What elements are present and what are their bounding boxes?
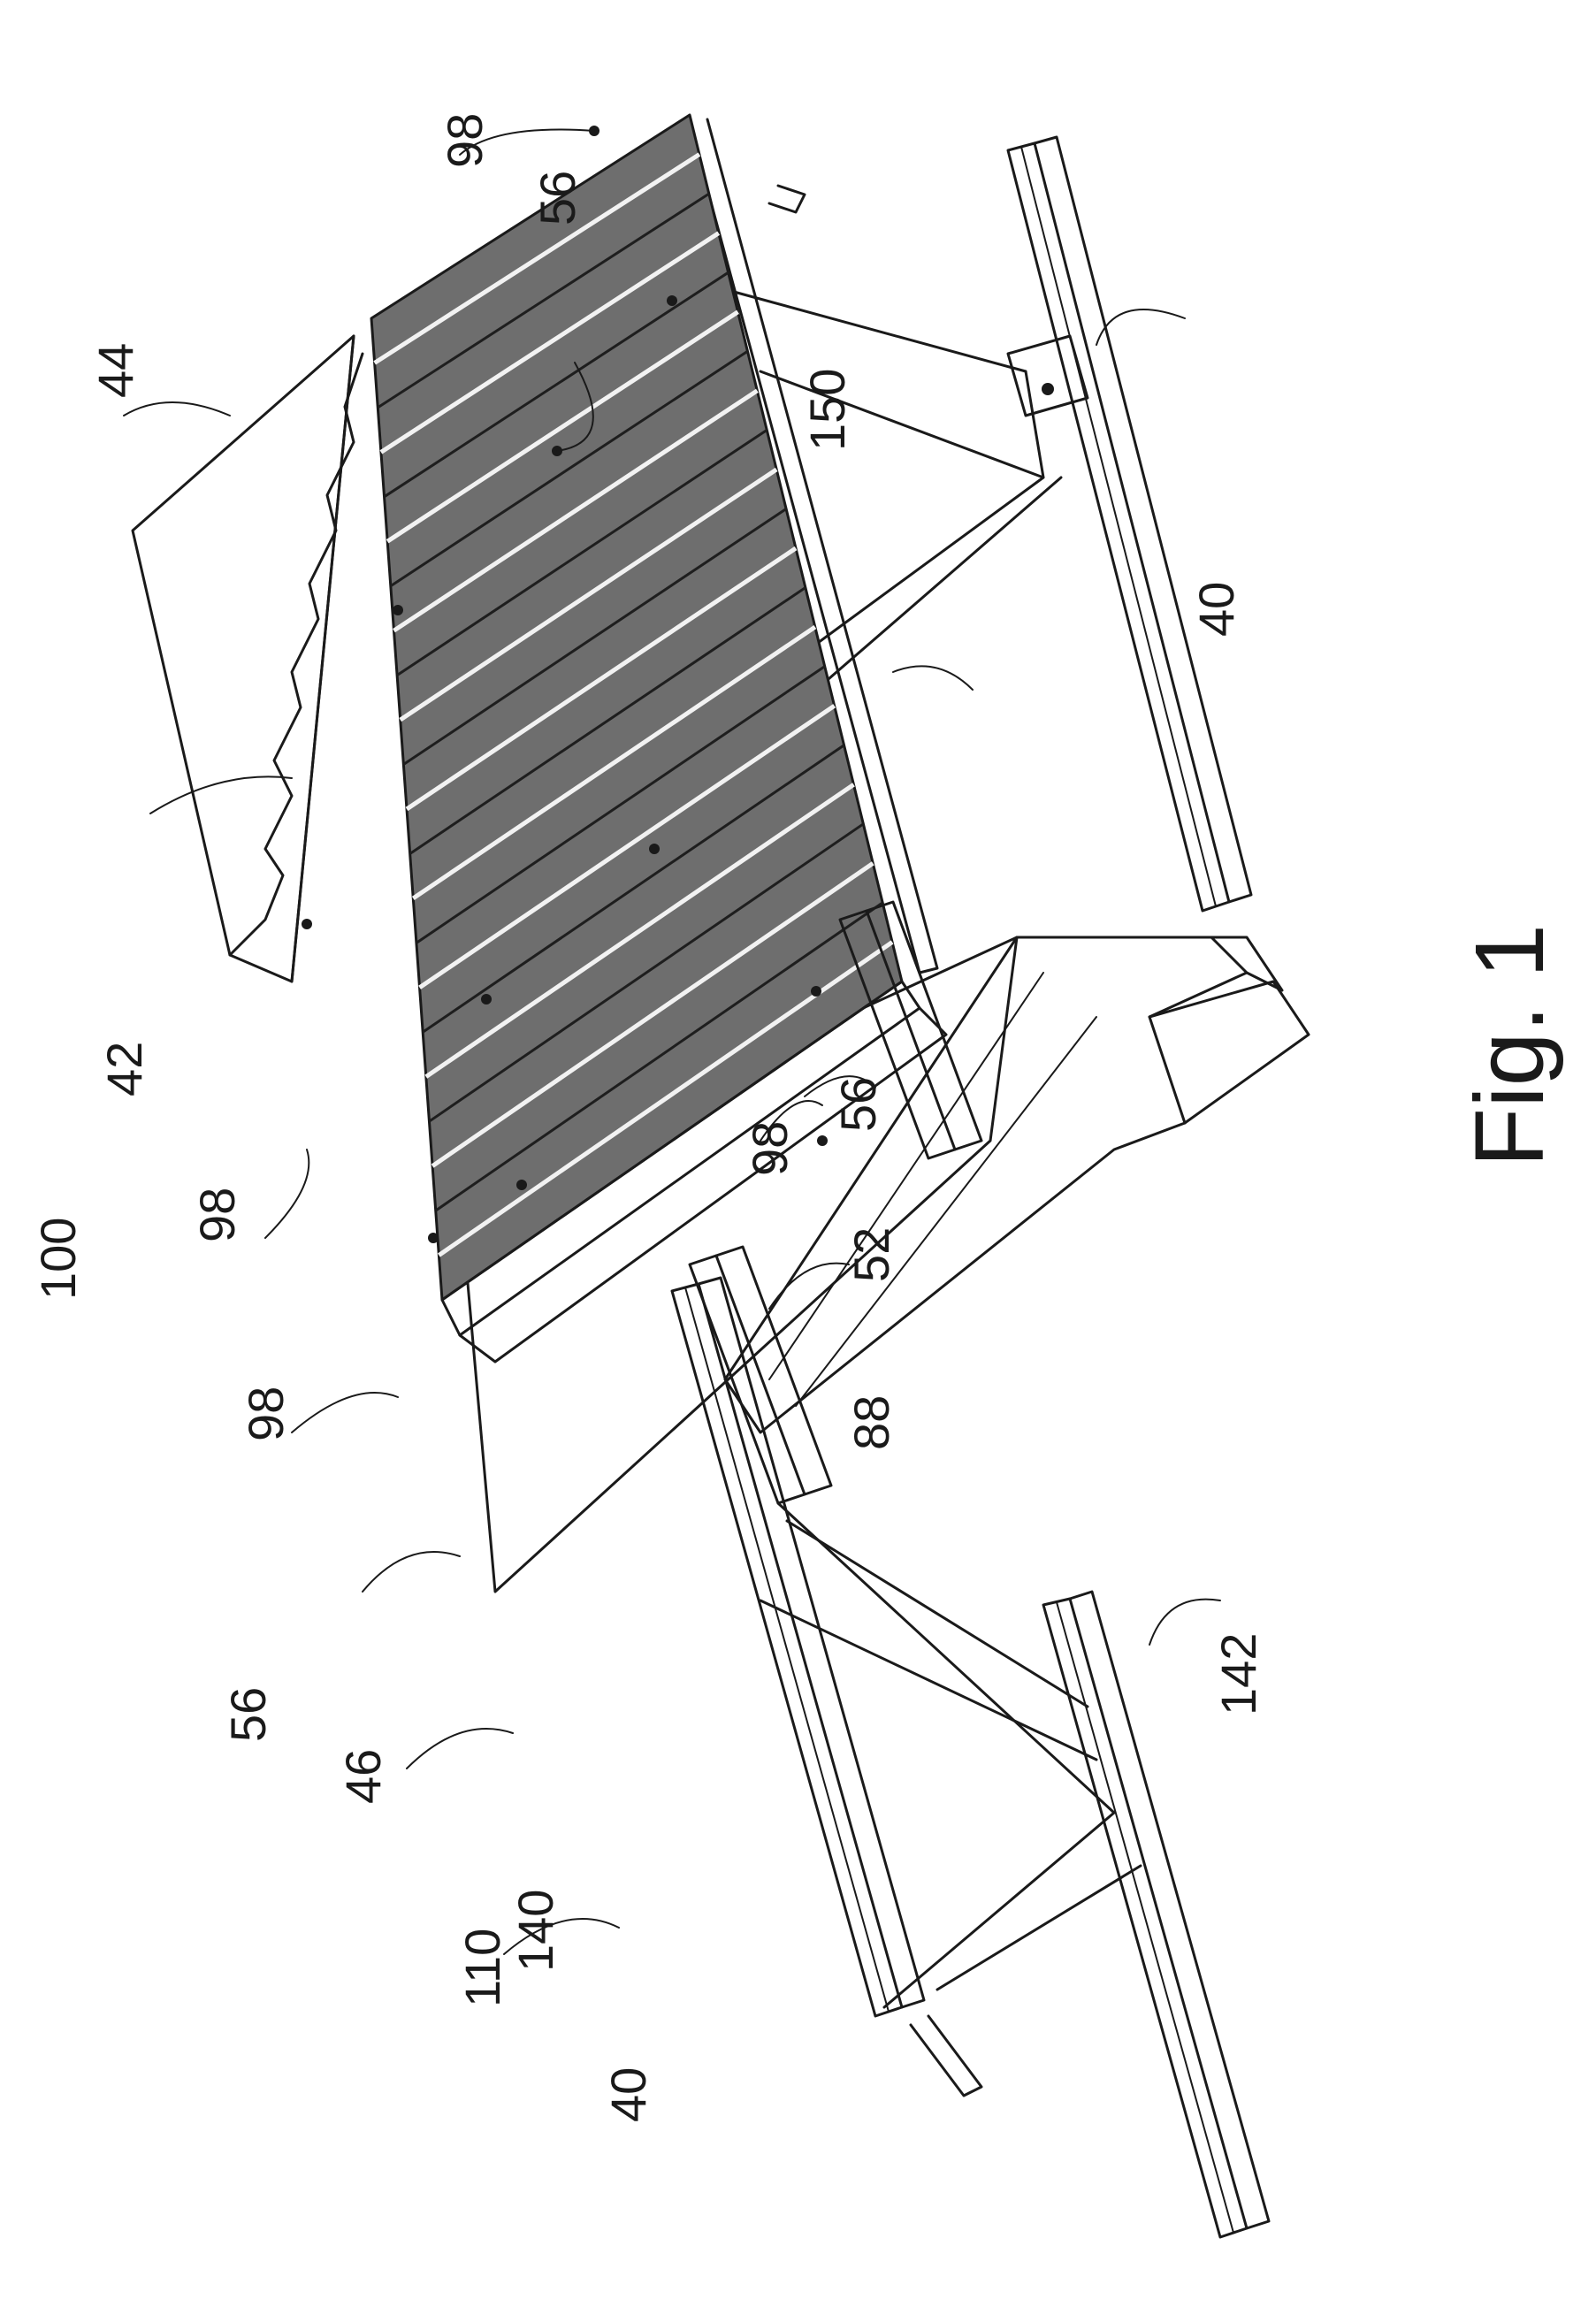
label-fastener-98-left: 98	[238, 1386, 294, 1441]
joist-left	[672, 1278, 1269, 2237]
label-top-chord-150: 150	[799, 369, 855, 451]
label-joist-40-left: 40	[600, 2067, 656, 2122]
label-side-plate-46: 46	[335, 1749, 391, 1804]
label-fastener-98-lower: 98	[742, 1121, 798, 1176]
label-end-panel-44: 44	[88, 343, 143, 398]
label-top-chord-140: 140	[508, 1890, 563, 1972]
label-bracket-88: 88	[844, 1395, 899, 1450]
label-bottom-chord-142: 142	[1210, 1633, 1266, 1715]
label-clip-52: 52	[844, 1227, 899, 1282]
figure-caption: Fig. 1	[1455, 924, 1564, 1167]
label-fastener-98-mid: 98	[189, 1188, 245, 1242]
label-assembly-100: 100	[30, 1218, 86, 1300]
labels: 98 56 44 42 98 100 98 56 46 110 140 40 1…	[30, 113, 1564, 2122]
label-hanger-110: 110	[454, 1929, 510, 2007]
label-stud-56-left: 56	[220, 1687, 276, 1742]
label-stud-56-top: 56	[530, 171, 585, 225]
label-joist-40-right: 40	[1188, 582, 1244, 637]
label-fastener-98-top: 98	[437, 113, 493, 168]
end-panel	[133, 336, 363, 982]
label-stud-56-mid: 56	[830, 1077, 886, 1132]
clip-left	[690, 1247, 831, 1503]
label-deck-panel-42: 42	[96, 1042, 152, 1096]
